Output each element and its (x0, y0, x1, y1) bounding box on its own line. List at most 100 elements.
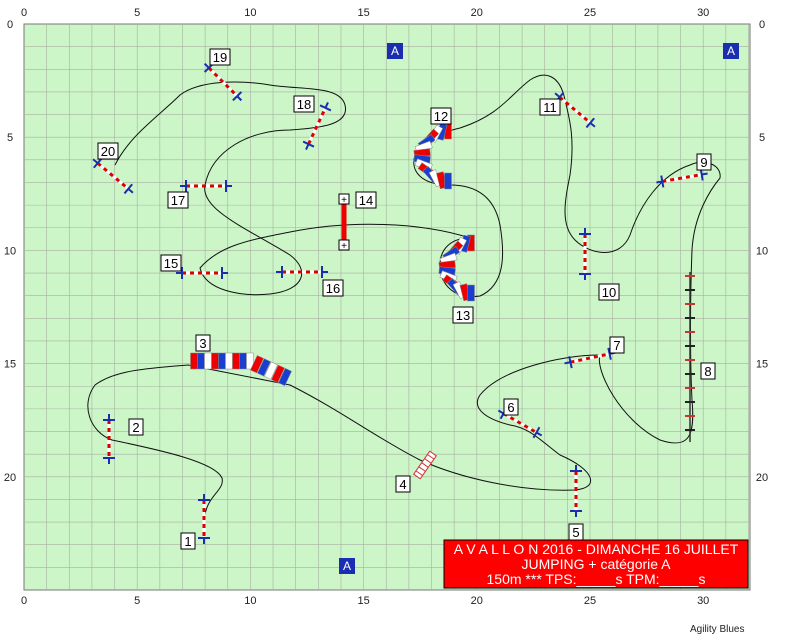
obstacle-16-jump (276, 266, 328, 278)
obstacle-9-jump (656, 168, 708, 188)
y-tick-left: 20 (4, 472, 16, 484)
obstacle-label-17: 17 (167, 191, 189, 209)
a-marker: A (339, 558, 355, 574)
svg-text:20: 20 (101, 144, 115, 159)
obstacle-label-8: 8 (700, 362, 716, 380)
y-tick-right: 20 (756, 472, 768, 484)
obstacle-label-14: 14 (355, 191, 377, 209)
svg-text:6: 6 (507, 400, 514, 415)
obstacle-18-jump (302, 102, 332, 150)
a-marker: A (723, 43, 739, 59)
y-tick-right: 0 (759, 19, 765, 31)
x-tick-top: 30 (697, 7, 709, 19)
obstacle-20-jump (92, 157, 134, 195)
y-tick-left: 10 (4, 245, 16, 257)
svg-text:2: 2 (132, 420, 139, 435)
obstacle-14-wall: + + (338, 193, 350, 252)
obstacle-label-10: 10 (598, 283, 620, 301)
info-line-3: 150m *** TPS:_____s TPM:_____s (487, 571, 706, 587)
x-tick-bottom: 20 (471, 595, 483, 607)
a-markers: A A A (339, 43, 739, 574)
x-tick-top: 15 (357, 7, 369, 19)
credit-text: Agility Blues (690, 624, 744, 635)
dog-path (87, 74, 721, 516)
svg-text:1: 1 (184, 534, 191, 549)
obstacle-5-jump (570, 465, 582, 517)
x-tick-bottom: 10 (244, 595, 256, 607)
x-tick-bottom: 15 (357, 595, 369, 607)
y-tick-right: 15 (756, 359, 768, 371)
svg-text:A: A (727, 44, 735, 58)
obstacle-label-13: 13 (452, 306, 474, 324)
svg-text:3: 3 (199, 336, 206, 351)
svg-text:+: + (341, 241, 347, 252)
obstacle-19-jump (203, 62, 243, 102)
obstacle-label-3: 3 (195, 334, 211, 352)
obstacle-label-11: 11 (539, 98, 561, 116)
x-tick-top: 25 (584, 7, 596, 19)
obstacle-8-weave-poles (685, 272, 695, 442)
obstacle-label-4: 4 (395, 475, 411, 493)
svg-text:13: 13 (456, 308, 470, 323)
obstacle-label-9: 9 (696, 153, 712, 171)
obstacle-label-18: 18 (293, 95, 315, 113)
info-line-1: A V A L L O N 2016 - DIMANCHE 16 JUILLET (454, 541, 739, 557)
y-tick-left: 5 (7, 132, 13, 144)
svg-text:17: 17 (171, 193, 185, 208)
obstacle-15-jump (176, 267, 228, 279)
x-tick-top: 5 (134, 7, 140, 19)
svg-text:18: 18 (297, 97, 311, 112)
svg-text:16: 16 (326, 281, 340, 296)
obstacle-label-1: 1 (180, 532, 196, 550)
x-tick-top: 0 (21, 7, 27, 19)
svg-text:19: 19 (213, 50, 227, 65)
svg-text:15: 15 (164, 256, 178, 271)
obstacle-12-tunnel (413, 122, 452, 190)
x-tick-bottom: 0 (21, 595, 27, 607)
grid-lines (24, 24, 750, 590)
x-tick-bottom: 5 (134, 595, 140, 607)
y-tick-left: 0 (7, 19, 13, 31)
obstacle-10-jump (579, 228, 591, 280)
svg-text:+: + (341, 195, 347, 206)
obstacle-label-7: 7 (609, 336, 625, 354)
svg-text:A: A (391, 44, 399, 58)
obstacle-7-jump (564, 347, 616, 369)
obstacle-17-jump (180, 180, 232, 192)
info-line-2: JUMPING + catégorie A (521, 556, 671, 572)
svg-text:7: 7 (613, 338, 620, 353)
obstacle-3-tunnel (190, 352, 292, 387)
svg-text:4: 4 (399, 477, 406, 492)
x-tick-bottom: 25 (584, 595, 596, 607)
svg-text:14: 14 (359, 193, 373, 208)
svg-text:10: 10 (602, 285, 616, 300)
obstacle-13-tunnel (438, 234, 475, 302)
obstacle-4-tire (412, 450, 438, 480)
obstacle-1-jump (198, 494, 210, 544)
svg-text:A: A (343, 559, 351, 573)
obstacle-label-16: 16 (322, 279, 344, 297)
x-tick-top: 20 (471, 7, 483, 19)
svg-text:12: 12 (434, 109, 448, 124)
obstacle-label-12: 12 (430, 107, 452, 125)
obstacle-label-20: 20 (97, 142, 119, 160)
y-tick-left: 15 (4, 359, 16, 371)
field-background (23, 23, 751, 591)
course-info-box: A V A L L O N 2016 - DIMANCHE 16 JUILLET… (443, 539, 749, 589)
svg-text:5: 5 (572, 525, 579, 540)
x-tick-top: 10 (244, 7, 256, 19)
obstacle-label-15: 15 (160, 254, 182, 272)
a-marker: A (387, 43, 403, 59)
obstacle-label-2: 2 (128, 418, 144, 436)
svg-text:9: 9 (700, 155, 707, 170)
svg-text:11: 11 (543, 100, 557, 115)
obstacle-label-6: 6 (503, 398, 519, 416)
x-tick-bottom: 30 (697, 595, 709, 607)
obstacle-2-jump (103, 414, 115, 464)
obstacle-label-5: 5 (568, 523, 584, 541)
obstacle-label-19: 19 (209, 48, 231, 66)
y-tick-right: 10 (756, 245, 768, 257)
